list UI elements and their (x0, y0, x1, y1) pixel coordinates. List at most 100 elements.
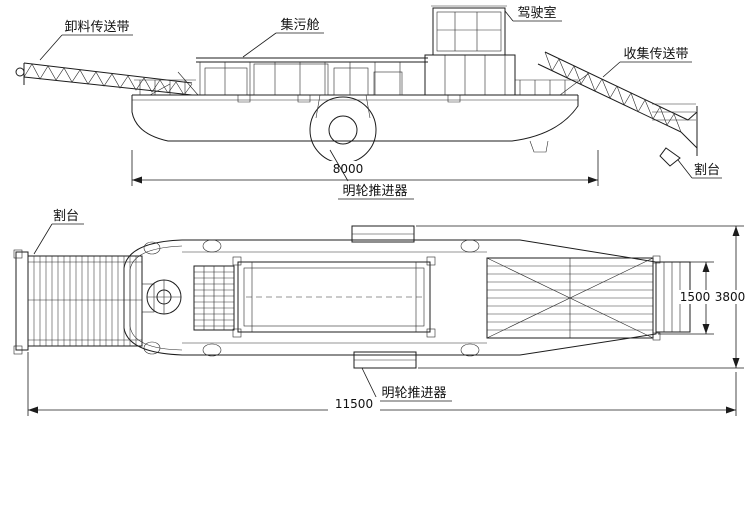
label-cutting-header-plan: 割台 (53, 208, 79, 224)
label-cutting-header-side: 割台 (694, 162, 720, 178)
collecting-conveyor-truss (537, 51, 698, 167)
header-tines (33, 256, 137, 346)
winch-cross (147, 280, 181, 314)
side-view-labels: 卸料传送带 集污舱 驾驶室 收集传送带 割台 明轮推进器 (39, 5, 722, 200)
dim-arrow (702, 324, 710, 334)
drive-unit-frames (203, 266, 225, 330)
dim-3800-text: 3800 (715, 290, 746, 304)
paddle-wheel-outer (309, 96, 377, 164)
deck-superstructure (134, 57, 578, 96)
canopy-roof (196, 57, 428, 63)
right-truss-bottom-chord (537, 63, 682, 133)
right-truss-struts (551, 58, 675, 126)
dim-arrow (28, 406, 38, 414)
cutting-header-tip (659, 147, 681, 167)
dim-arrow (702, 262, 710, 272)
leader-cutting-header-side (677, 159, 722, 179)
conveyor-corner (232, 256, 242, 266)
cabin-window-frame (436, 11, 502, 52)
label-cockpit: 驾驶室 (517, 5, 556, 21)
dim-3800: 3800 (416, 225, 747, 369)
bollard (460, 239, 480, 253)
right-truss-diagonals (544, 51, 682, 133)
conveyor-support-strut (149, 71, 199, 96)
paddle-wheel-side (309, 94, 377, 164)
side-view: 8000 卸料传送带 集污舱 驾驶室 收集传送带 割台 明轮推进器 (15, 5, 722, 200)
leader-unloading-conveyor (39, 34, 133, 61)
stern-corner (652, 332, 661, 341)
dim-1500-text: 1500 (680, 290, 711, 304)
hull-plan-outline (123, 239, 657, 356)
dim-arrow (132, 176, 142, 184)
label-collecting-conveyor: 收集传送带 (623, 46, 688, 62)
deck-box-2 (333, 67, 369, 96)
dim-arrow (732, 358, 740, 368)
plan-interior (143, 225, 691, 369)
dim-8000: 8000 (131, 150, 599, 186)
dim-text-mask (328, 397, 380, 411)
header-cross-bars (28, 261, 142, 341)
conveyor-pulley (15, 67, 25, 77)
truss-bottom-chord (23, 76, 193, 96)
dim-arrow (588, 176, 598, 184)
truss-lattice (23, 63, 193, 96)
cockpit-cabin (424, 5, 516, 96)
dim-arrow (726, 406, 736, 414)
bollard (202, 239, 222, 253)
leader-cockpit (504, 10, 562, 22)
rudder (529, 140, 549, 153)
label-trash-cabin: 集污舱 (280, 17, 319, 33)
dim-1500: 1500 (658, 261, 714, 335)
hull-inner-bow (129, 245, 183, 351)
unloading-conveyor-truss (15, 62, 199, 96)
deck-box-1 (204, 67, 248, 96)
dim-11500-text: 11500 (335, 397, 373, 411)
dim-8000-text: 8000 (333, 162, 364, 176)
cabin-base (424, 54, 516, 96)
deck-box-3 (373, 71, 403, 96)
leader-paddle-wheel-side (329, 149, 414, 200)
leader-collecting-conveyor (602, 61, 692, 78)
right-conveyor-support (559, 73, 589, 96)
trash-cabin-box (253, 63, 329, 96)
hull-bottom (131, 95, 579, 142)
plan-view: 割台 明轮推进器 1500 3800 11500 (13, 208, 747, 416)
paddle-wheel-inner (328, 115, 358, 145)
cutting-header-plan (13, 249, 155, 355)
deck-fittings (237, 95, 461, 103)
header-corner-block-bottom (13, 345, 23, 355)
conveyor-corner (232, 328, 242, 338)
stern-end-cap-frames (663, 262, 681, 332)
paddle-wheel-frame (315, 94, 371, 119)
railing-right (515, 79, 578, 95)
header-end-cap (15, 251, 29, 351)
label-unloading-conveyor: 卸料传送带 (64, 19, 129, 35)
aft-lattice-bracing (486, 257, 654, 339)
dim-text-mask (679, 290, 711, 304)
conveyor-corner (426, 256, 436, 266)
header-corner-block-top (13, 249, 23, 259)
cabin-base-frames (444, 55, 506, 95)
plan-view-labels: 割台 明轮推进器 (33, 208, 452, 402)
dim-arrow (732, 226, 740, 236)
main-conveyor-inner (243, 267, 425, 327)
label-paddle-wheel-plan: 明轮推进器 (381, 386, 446, 401)
dim-text-mask (713, 290, 747, 304)
bollard (143, 341, 161, 355)
bollard (143, 241, 161, 255)
header-hull-link (141, 283, 155, 313)
dim-11500-lines (27, 352, 737, 416)
dim-11500: 11500 (27, 352, 737, 416)
label-paddle-wheel-side: 明轮推进器 (342, 184, 407, 199)
header-frame (680, 106, 698, 156)
stern-corner (652, 255, 661, 264)
truss-top-chord (23, 62, 193, 84)
right-truss-top-chord (544, 51, 689, 121)
cabin-mullions (431, 5, 507, 51)
hull-outline (123, 239, 657, 356)
leader-cutting-header-plan (33, 223, 84, 255)
railing-left (134, 79, 196, 95)
bollard (460, 343, 480, 357)
canopy-posts (199, 62, 426, 95)
cabin-upper (432, 7, 506, 56)
